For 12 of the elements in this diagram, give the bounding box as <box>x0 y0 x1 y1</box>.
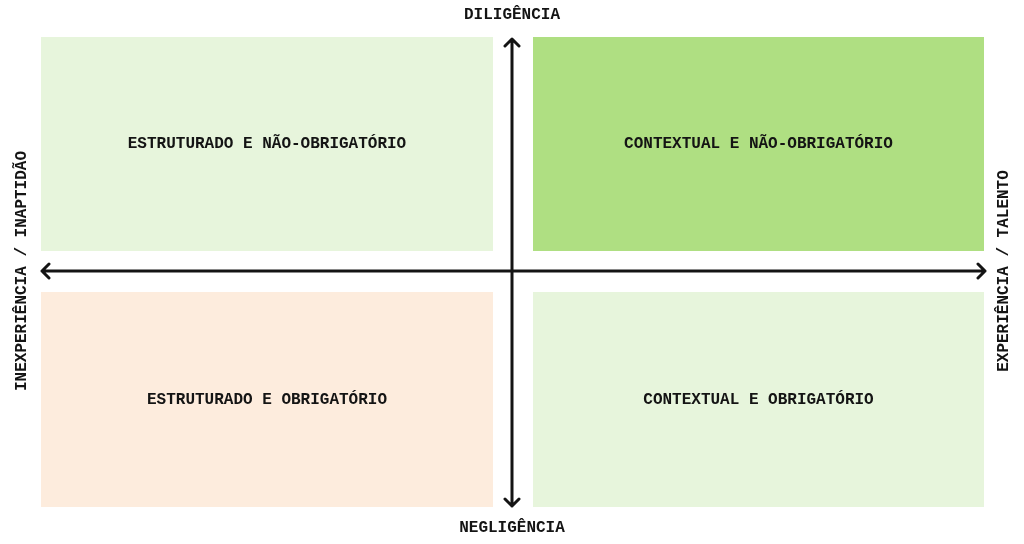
quadrant-box <box>41 292 493 507</box>
quadrant-label: CONTEXTUAL E OBRIGATÓRIO <box>643 389 874 410</box>
quadrant-label: CONTEXTUAL E NÃO-OBRIGATÓRIO <box>624 134 893 154</box>
axis-label: EXPERIÊNCIA / TALENTO <box>994 170 1014 372</box>
axis-label: NEGLIGÊNCIA <box>459 518 565 538</box>
quadrant-label: ESTRUTURADO E NÃO-OBRIGATÓRIO <box>127 134 407 154</box>
quadrant-box <box>533 292 984 507</box>
axis-label: DILIGÊNCIA <box>464 5 560 25</box>
quadrant-box <box>533 37 984 251</box>
quadrant-label: ESTRUTURADO E OBRIGATÓRIO <box>146 389 387 410</box>
axis-label: INEXPERIÊNCIA / INAPTIDÃO <box>12 151 32 391</box>
quadrant-box <box>41 37 493 251</box>
